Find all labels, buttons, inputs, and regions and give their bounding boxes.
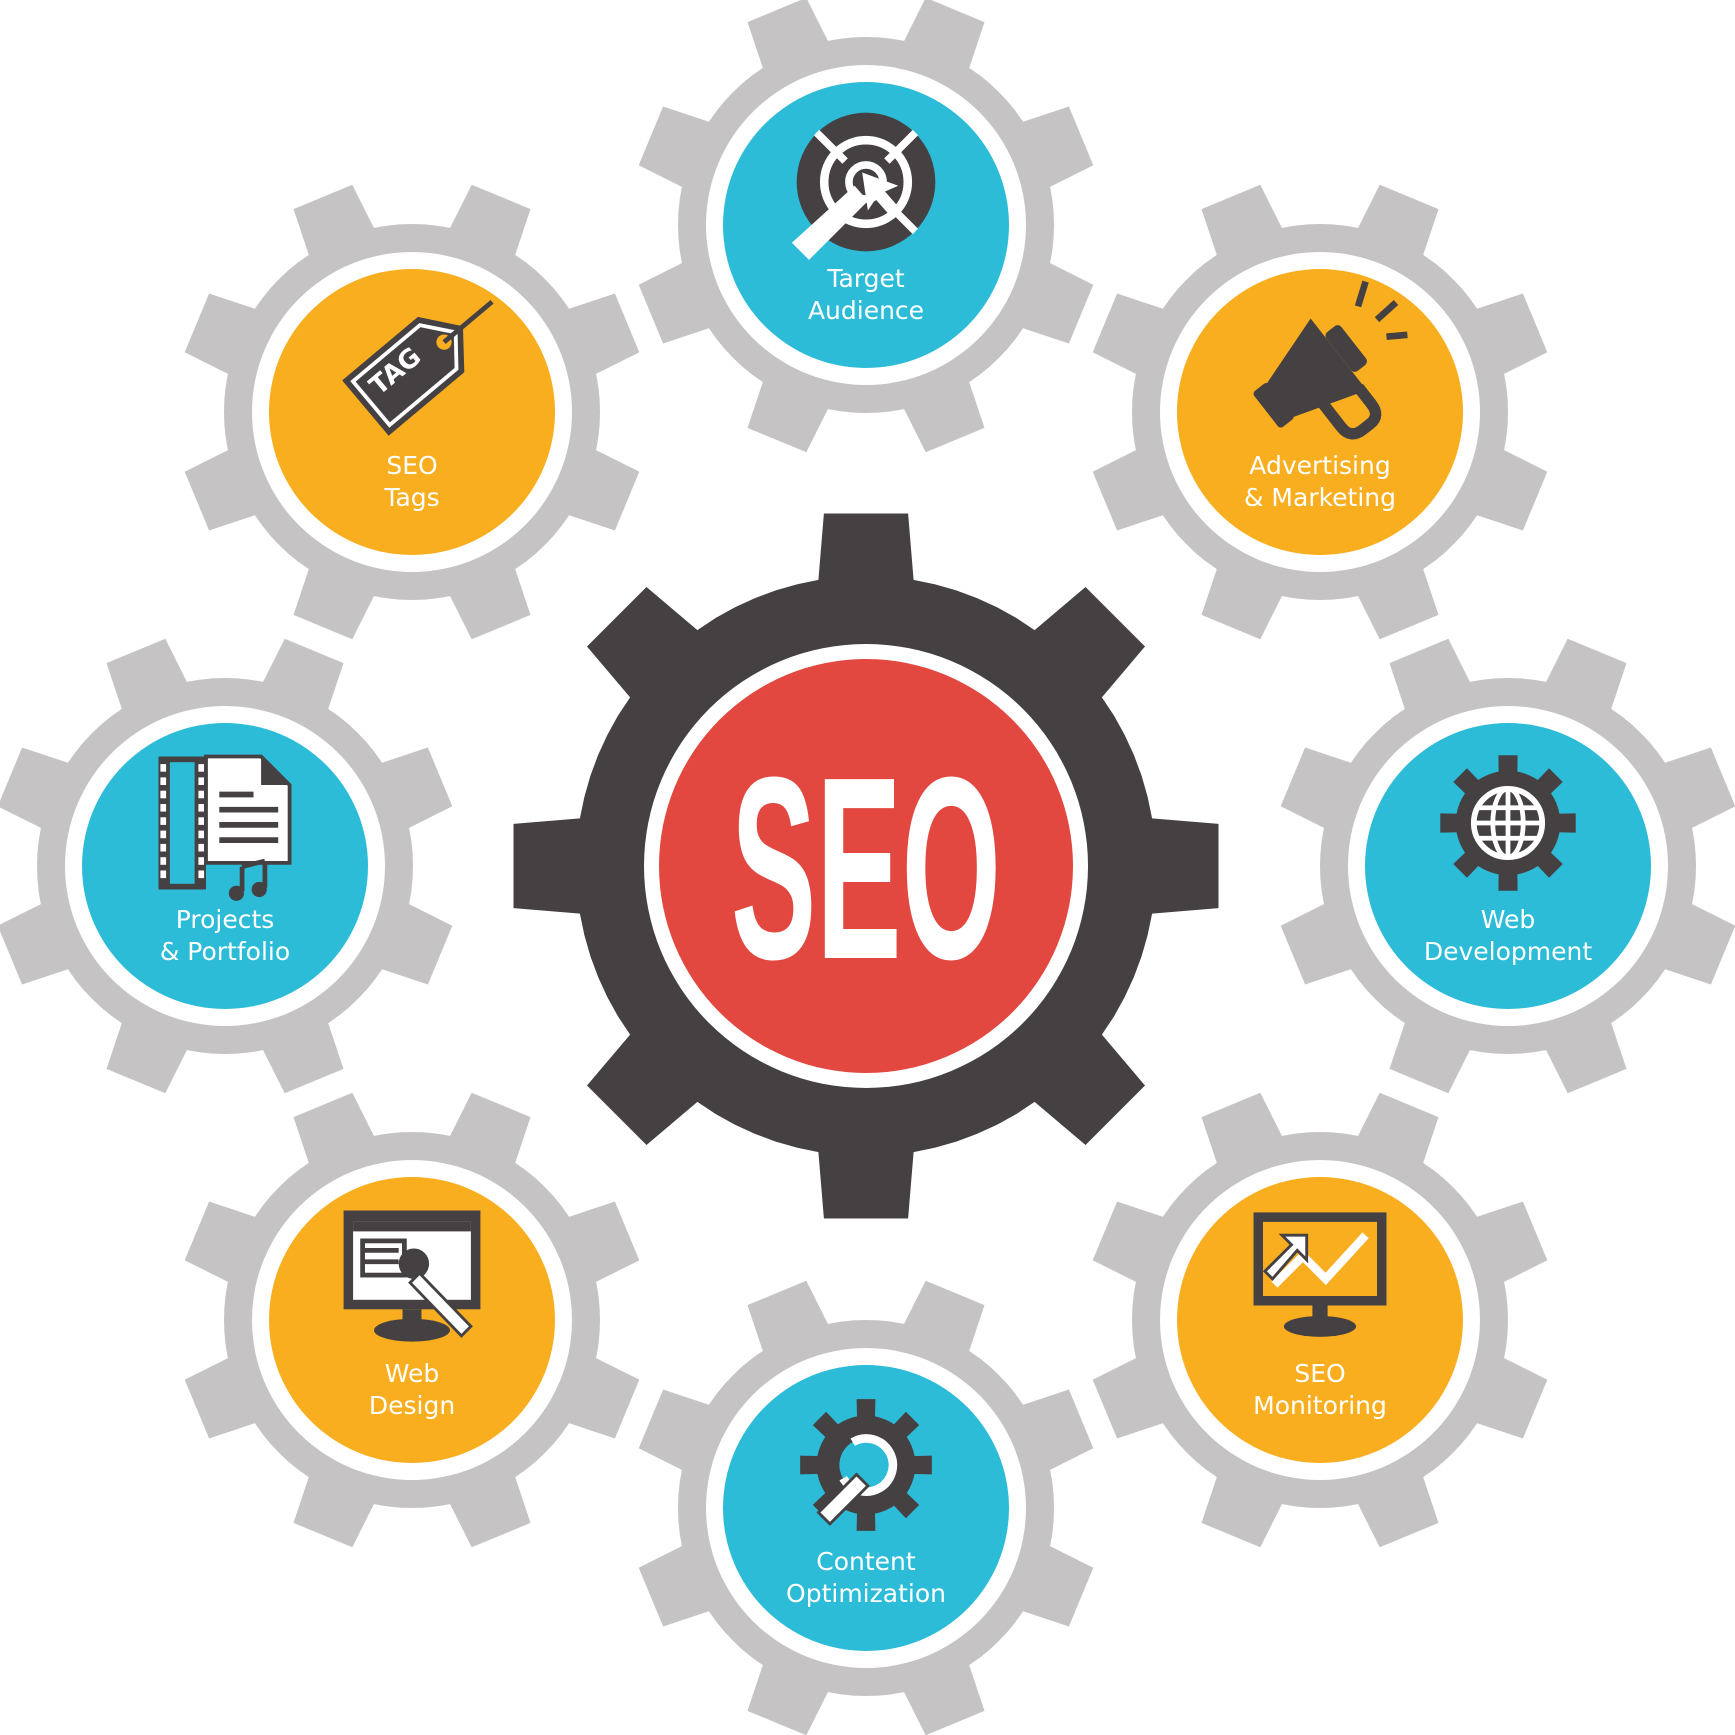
advertising-marketing-label-line1: Advertising bbox=[1249, 451, 1390, 480]
target-audience-label-line1: Target bbox=[826, 264, 905, 293]
web-design-label-line1: Web bbox=[385, 1359, 440, 1388]
center-disc bbox=[659, 659, 1073, 1073]
target-audience-label-line2: Audience bbox=[808, 296, 924, 325]
projects-portfolio-label-line2: & Portfolio bbox=[160, 937, 290, 966]
seo-tags-label-line2: Tags bbox=[383, 483, 439, 512]
web-design-label-line2: Design bbox=[369, 1391, 455, 1420]
gear-disc-blue bbox=[82, 723, 368, 1009]
center-seo-label: SEO bbox=[731, 724, 1001, 1014]
content-optimization-label-line2: Optimization bbox=[786, 1579, 946, 1608]
projects-portfolio-content: Projects & Portfolio bbox=[159, 757, 291, 966]
wrench-gear-icon bbox=[800, 1399, 932, 1531]
gear-node-projects-portfolio bbox=[0, 638, 453, 1094]
gear-disc-orange bbox=[1177, 269, 1463, 555]
advertising-marketing-label-line2: & Marketing bbox=[1244, 483, 1396, 512]
web-development-label-line2: Development bbox=[1424, 937, 1592, 966]
seo-monitoring-label-line2: Monitoring bbox=[1253, 1391, 1387, 1420]
seo-monitoring-label-line1: SEO bbox=[1294, 1359, 1345, 1388]
content-optimization-label-line1: Content bbox=[816, 1547, 916, 1576]
seo-tags-label-line1: SEO bbox=[386, 451, 437, 480]
gear-node-advertising-marketing bbox=[1092, 184, 1548, 640]
globe-gear-icon bbox=[1440, 755, 1575, 890]
projects-portfolio-label-line1: Projects bbox=[176, 905, 275, 934]
seo-monitoring-content: SEO Monitoring bbox=[1253, 1212, 1387, 1420]
web-development-label-line1: Web bbox=[1481, 905, 1536, 934]
center-gear: SEO bbox=[513, 513, 1219, 1219]
advertising-marketing-content: Advertising & Marketing bbox=[1238, 282, 1407, 512]
